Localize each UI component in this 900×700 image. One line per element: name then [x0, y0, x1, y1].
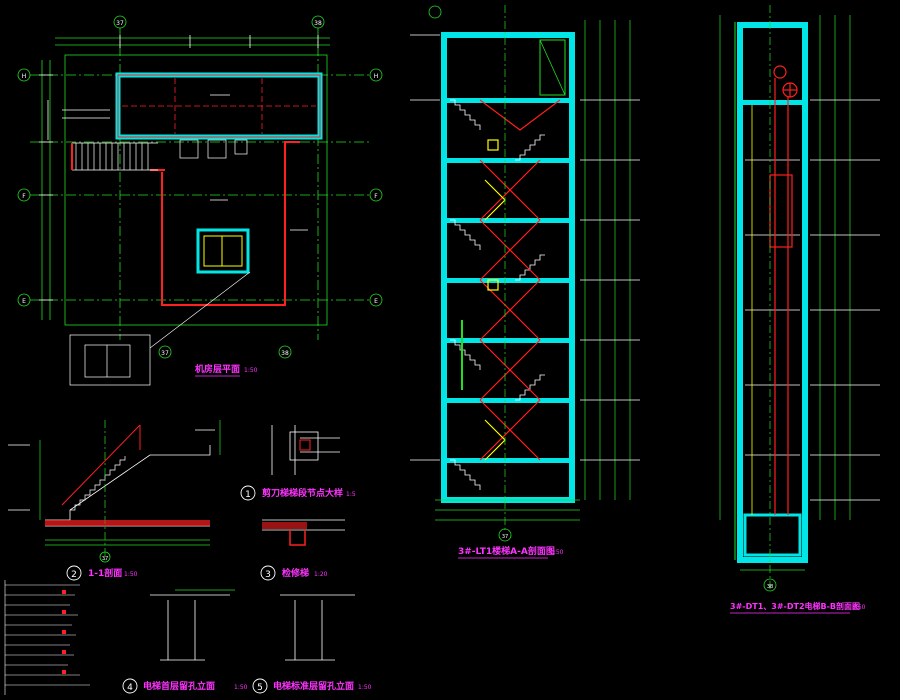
grid-x-label: 37 — [116, 20, 124, 27]
stair-section: 37 3#-LT1楼梯A-A剖面图 1:50 — [410, 5, 640, 559]
roof-plan-title: 机房层平面 — [195, 363, 240, 375]
section-axis: 37 — [102, 556, 108, 562]
section-1-1: 37 2 1-1剖面 1:50 — [8, 420, 221, 581]
detail-1: 1 剪刀梯梯段节点大样 1:5 — [240, 425, 356, 501]
detail-5: 5 电梯标准层留孔立面 1:50 — [252, 594, 372, 694]
detail-scale: 1:50 — [358, 684, 372, 691]
detail-number: 3 — [265, 570, 271, 580]
stair-section-title: 3#-LT1楼梯A-A剖面图 — [458, 545, 555, 557]
elevator-section: 38 3#-DT1、3#-DT2电梯B-B剖面图 1:50 — [719, 5, 880, 614]
detail-number: 4 — [127, 683, 133, 693]
elevator-section-scale: 1:50 — [852, 604, 866, 611]
elevator-section-title: 3#-DT1、3#-DT2电梯B-B剖面图 — [730, 601, 860, 611]
grid-y-label: F — [22, 193, 26, 200]
section-number: 2 — [71, 570, 77, 580]
grid-x-label: 38 — [281, 350, 289, 357]
stair-axis: 37 — [502, 534, 508, 540]
roof-plan: 37 38 H H F F E E 37 38 机房层平面 1:50 — [17, 15, 383, 386]
detail-scale: 1:50 — [234, 684, 248, 691]
roof-plan-scale: 1:50 — [244, 367, 258, 374]
grid-y-label: F — [374, 193, 378, 200]
detail-title: 检修梯 — [282, 567, 309, 579]
detail-number: 5 — [257, 683, 263, 693]
detail-scale: 1:5 — [346, 491, 356, 498]
stair-section-scale: 1:50 — [550, 549, 564, 556]
grid-x-label: 37 — [161, 350, 169, 357]
detail-title: 剪刀梯梯段节点大样 — [262, 487, 343, 499]
section-title: 1-1剖面 — [88, 567, 122, 579]
detail-number: 1 — [245, 490, 251, 500]
grid-y-label: H — [22, 73, 27, 80]
section-scale: 1:50 — [124, 571, 138, 578]
detail-scale: 1:20 — [314, 571, 328, 578]
grid-y-label: E — [22, 298, 26, 305]
grid-y-label: E — [374, 298, 378, 305]
elevator-axis: 38 — [767, 584, 773, 590]
detail-3: 3 检修梯 1:20 — [260, 519, 345, 581]
grid-x-label: 38 — [314, 20, 322, 27]
detail-4: 4 电梯首层留孔立面 1:50 — [122, 589, 248, 694]
detail-title: 电梯首层留孔立面 — [143, 680, 215, 692]
notes-list — [4, 580, 90, 695]
grid-y-label: H — [374, 73, 379, 80]
detail-title: 电梯标准层留孔立面 — [273, 680, 354, 692]
